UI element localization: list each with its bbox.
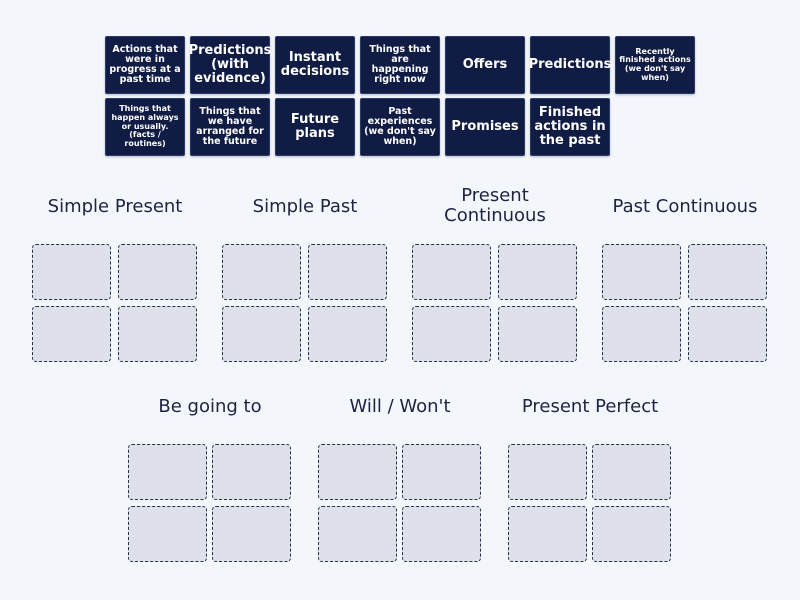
card-recently-finished[interactable]: Recently finished actions (we don't say … — [615, 36, 695, 94]
card-promises[interactable]: Promises — [445, 98, 525, 156]
drop-slot-past-continuous-3[interactable] — [602, 306, 681, 362]
drop-slot-will-wont-3[interactable] — [318, 506, 397, 562]
card-past-experiences[interactable]: Past experiences (we don't say when) — [360, 98, 440, 156]
card-finished-past[interactable]: Finished actions in the past — [530, 98, 610, 156]
drop-slot-be-going-to-1[interactable] — [128, 444, 207, 500]
group-title-be-going-to: Be going to — [158, 396, 262, 417]
drop-slot-will-wont-1[interactable] — [318, 444, 397, 500]
drop-slot-simple-past-3[interactable] — [222, 306, 301, 362]
drop-slot-be-going-to-3[interactable] — [128, 506, 207, 562]
card-predictions[interactable]: Predictions — [529, 36, 611, 94]
drop-slot-present-continuous-1[interactable] — [412, 244, 491, 300]
drop-slot-simple-present-1[interactable] — [32, 244, 111, 300]
card-arranged-future[interactable]: Things that we have arranged for the fut… — [190, 98, 270, 156]
drop-slot-present-continuous-2[interactable] — [498, 244, 577, 300]
drop-slot-present-perfect-1[interactable] — [508, 444, 587, 500]
group-title-will-wont: Will / Won't — [349, 396, 451, 417]
drop-slot-past-continuous-4[interactable] — [688, 306, 767, 362]
drop-slot-present-continuous-3[interactable] — [412, 306, 491, 362]
group-title-simple-present: Simple Present — [47, 196, 183, 217]
drop-slot-simple-past-4[interactable] — [308, 306, 387, 362]
group-title-present-continuous: Present Continuous — [444, 185, 546, 227]
drop-slot-past-continuous-1[interactable] — [602, 244, 681, 300]
drop-slot-past-continuous-2[interactable] — [688, 244, 767, 300]
drop-slot-present-perfect-4[interactable] — [592, 506, 671, 562]
group-title-present-perfect: Present Perfect — [521, 396, 659, 417]
drop-slot-present-continuous-4[interactable] — [498, 306, 577, 362]
drop-slot-will-wont-4[interactable] — [402, 506, 481, 562]
drop-slot-simple-past-1[interactable] — [222, 244, 301, 300]
card-facts-routines[interactable]: Things that happen always or usually. (f… — [105, 98, 185, 156]
drop-slot-will-wont-2[interactable] — [402, 444, 481, 500]
card-predictions-evidence[interactable]: Predictions (with evidence) — [189, 36, 271, 94]
card-happening-now[interactable]: Things that are happening right now — [360, 36, 440, 94]
drop-slot-simple-present-3[interactable] — [32, 306, 111, 362]
drop-slot-simple-present-2[interactable] — [118, 244, 197, 300]
card-future-plans[interactable]: Future plans — [275, 98, 355, 156]
card-offers[interactable]: Offers — [445, 36, 525, 94]
card-instant-decisions[interactable]: Instant decisions — [275, 36, 355, 94]
drop-slot-simple-past-2[interactable] — [308, 244, 387, 300]
group-title-simple-past: Simple Past — [252, 196, 358, 217]
drop-slot-be-going-to-4[interactable] — [212, 506, 291, 562]
drop-slot-simple-present-4[interactable] — [118, 306, 197, 362]
card-past-progress[interactable]: Actions that were in progress at a past … — [105, 36, 185, 94]
group-title-past-continuous: Past Continuous — [612, 196, 758, 217]
drop-slot-present-perfect-3[interactable] — [508, 506, 587, 562]
drop-slot-be-going-to-2[interactable] — [212, 444, 291, 500]
drop-slot-present-perfect-2[interactable] — [592, 444, 671, 500]
